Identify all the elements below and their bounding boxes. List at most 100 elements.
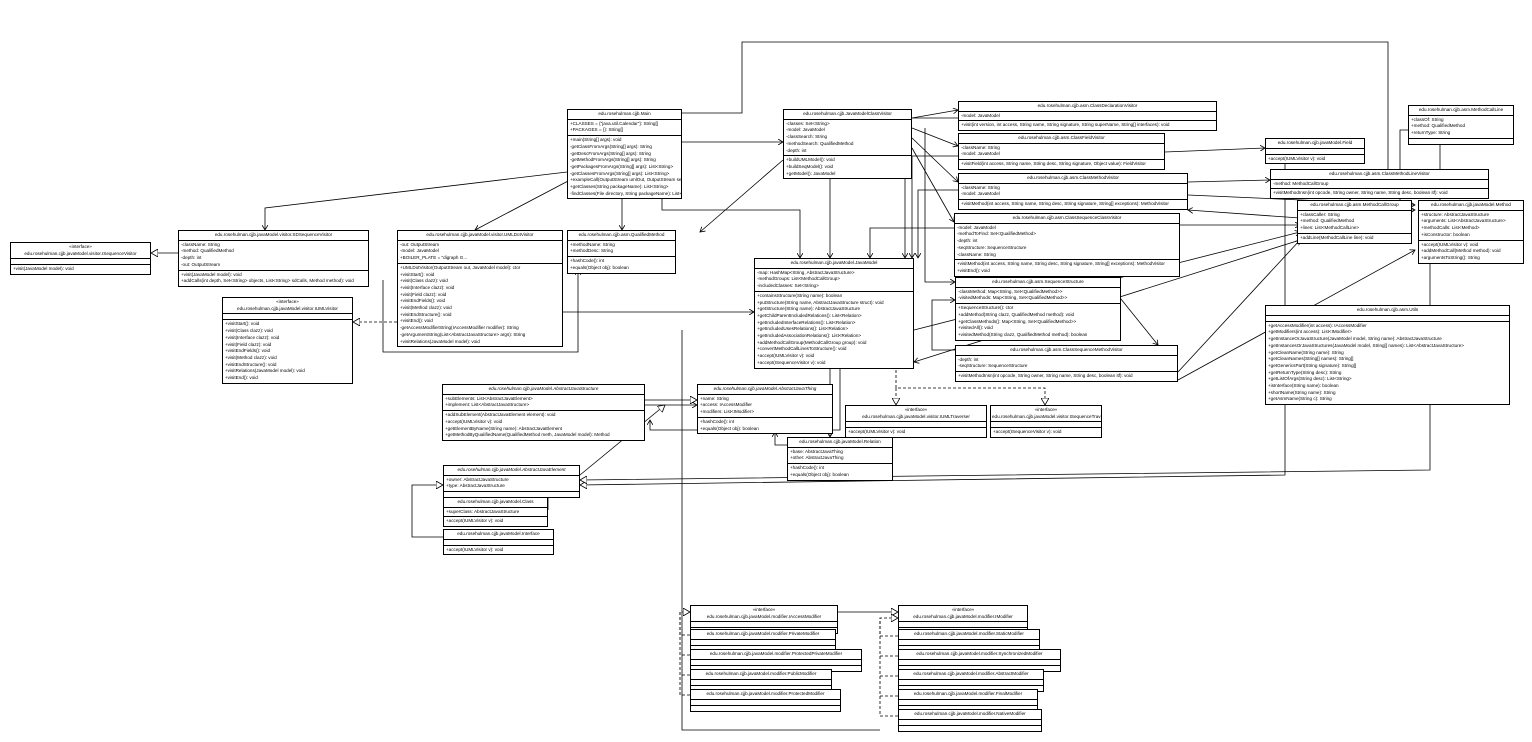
class-stereotype: «interface»: [752, 607, 776, 612]
class-method-line: +visitEndStructure(): void: [225, 361, 277, 367]
class-name: edu.rosehulman.cjjb.javaModel.visitor.IU…: [237, 305, 338, 311]
class-abstractjavastructure: edu.rosehulman.cjjb.javaModel.AbstractJa…: [442, 384, 645, 441]
class-field-line: -methodGroups: List<MethodCallGroup>: [757, 276, 840, 282]
line-interface-ajs: [411, 485, 443, 538]
class-name: edu.rosehulman.cjjb.javaModel.visitor.IS…: [24, 250, 137, 256]
class-field-line: +type: AbstractJavaStructure: [446, 483, 505, 489]
class-name: edu.rosehulman.cjjb.asm.ClassDeclaration…: [1037, 103, 1138, 108]
class-header: edu.rosehulman.cjjb.asm.ClassSequenceMet…: [956, 346, 1177, 356]
class-methods: +visitField(int access, String name, Str…: [959, 160, 1164, 169]
class-field-line: -model: JavaModel: [957, 224, 996, 230]
class-method-line: +visitEnd(): void: [225, 375, 258, 381]
class-method-line: +getModel(): JavaModel: [786, 170, 836, 176]
line-jmcv-field: [911, 127, 958, 146]
class-method-line: +getAsmName(String c): String: [1268, 396, 1332, 402]
line-private-iaccess: [679, 612, 690, 636]
class-methods: +visitMethodInsn(int opcode, String owne…: [956, 372, 1177, 381]
class-field-line: -model: JavaModel: [961, 191, 1000, 197]
class-methods: +visitMethod(int access, String name, St…: [955, 260, 1179, 275]
class-field-line: +subElements: List<AbstractJavaElement>: [445, 395, 533, 401]
class-header: edu.rosehulman.cjjb.asm.QualifiedMethod: [568, 231, 675, 241]
line-jmcv-seqclass: [911, 147, 954, 222]
class-header: edu.rosehulman.cjjb.javaModel.AbstractJa…: [698, 385, 832, 395]
class-header: edu.rosehulman.cjjb.javaModel.modifier.A…: [899, 670, 1043, 680]
class-field-line: -classMethod: Map<String, Set<QualifiedM…: [958, 288, 1063, 294]
class-fields: -classMethod: Map<String, Set<QualifiedM…: [956, 288, 1120, 305]
line-main-umldotvisitor: [475, 179, 571, 230]
class-method-line: +SequenceStructure(): ctor: [958, 305, 1014, 311]
class-name: edu.rosehulman.cjjb.asm.ClassMethodVisit…: [1027, 175, 1119, 180]
class-field-line: +method: QualifiedMethod: [1300, 218, 1355, 224]
class-header: edu.rosehulman.cjjb.asm.ClassMethodLineV…: [1271, 170, 1488, 180]
class-method-line: +equals(Object obj): boolean: [790, 471, 849, 477]
class-fields: [899, 720, 1041, 726]
class-field-line: -out: OutputStream: [181, 261, 221, 267]
class-name: edu.rosehulman.cjjb.javaModel.visitor.IU…: [862, 413, 970, 419]
class-fields: -model: JavaModel-methodToFind: Set<Qual…: [955, 224, 1179, 261]
class-methods: +containsStructure(String name): boolean…: [755, 292, 913, 368]
class-header: edu.rosehulman.cjjb.javaModel.modifier.S…: [899, 630, 1039, 640]
class-field-line: -className: String: [181, 241, 220, 247]
class-field-line: +modifiers: List<IModifier>: [700, 409, 754, 415]
class-method-line: +equals(Object obj): boolean: [570, 264, 629, 270]
class-classsequenceclassvisitor: edu.rosehulman.cjjb.asm.ClassSequenceCla…: [954, 213, 1180, 277]
class-methods: +buildUMLModel(): void+buildSeqModel(): …: [784, 156, 911, 178]
class-methods: +accept(IUMLVisitor v): void+addMethodCa…: [1419, 241, 1523, 263]
line-jmcv-qualifiedmethod: [700, 159, 784, 232]
class-method-line: +visitEndStructure(): void: [400, 311, 452, 317]
class-header: «interface»edu.rosehulman.cjjb.javaModel…: [899, 606, 1027, 623]
class-stereotype: «interface»: [69, 244, 92, 249]
class-fields: +classCaller: String+method: QualifiedMe…: [1298, 211, 1411, 234]
class-fields: [899, 700, 1037, 706]
class-name: edu.rosehulman.cjjb.asm.ClassSequenceCla…: [1012, 215, 1122, 220]
class-method-line: +visit(JavaModel model): void: [181, 271, 242, 277]
class-name: edu.rosehulman.cjjb.javaModel.Field: [1277, 140, 1353, 145]
class-umldotvisitor: edu.rosehulman.cjjb.javaModel.visitor.UM…: [397, 230, 563, 348]
class-method-line: +visitRelations(JavaModel model): void: [400, 338, 480, 344]
class-method-line: -getDescFromArgs(String[] args): String: [570, 150, 651, 156]
class-method-line: -getClassFromArgs(String[] args): String: [570, 143, 652, 149]
class-classdeclarationvisitor: edu.rosehulman.cjjb.asm.ClassDeclaration…: [958, 101, 1217, 132]
class-fields: [846, 422, 986, 429]
class-name: edu.rosehulman.cjjb.javaModel.AbstractJa…: [488, 386, 599, 391]
class-name: edu.rosehulman.cjjb.javaModel.AbstractJa…: [713, 386, 817, 391]
class-method-line: +visitEnd(): void: [400, 318, 433, 324]
class-method-line: +convertMethodCallLinesToStructure(): vo…: [757, 346, 847, 352]
class-method-line: +getReturnType(String desc): String: [1268, 369, 1342, 375]
class-header: edu.rosehulman.cjjb.javaModel.modifier.P…: [691, 630, 835, 640]
class-methods: +hashCode(): int+equals(Object obj): boo…: [788, 464, 892, 479]
class-field-line: -out: OutputStream: [400, 241, 440, 247]
class-name: edu.rosehulman.cjjb.asm.ClassSequenceMet…: [1010, 347, 1123, 352]
class-field-line: -model: JavaModel: [400, 248, 439, 254]
class-header: edu.rosehulman.cjjb.javaModel.Class: [444, 498, 547, 508]
line-native-imodifier: [879, 618, 898, 717]
class-method-line: +accept(IUMLVisitor v): void: [757, 353, 815, 359]
class-method-line: +exampleCall(OutputStream umlOut, Output…: [570, 177, 682, 183]
class-method-line: +addLine(MethodCallLine line): void: [1300, 234, 1374, 240]
class-field-line: +structure: AbstractJavaStructure: [1421, 211, 1490, 217]
class-name: edu.rosehulman.cjjb.javaModel.JavaModel: [790, 260, 878, 265]
class-method-line: +putStructure(String name, AbstractJavaS…: [757, 299, 884, 305]
class-stereotype: «interface»: [1034, 407, 1058, 412]
class-method-line: +getInstancesOrJavaStructures(JavaModel …: [1268, 342, 1464, 348]
class-fields: -className: String-model: JavaModel: [959, 144, 1164, 161]
class-name: edu.rosehulman.cjjb.asm.Utils: [1356, 307, 1419, 312]
class-field-line: +BOILER_PLATE = "digraph G...: [400, 255, 468, 261]
class-method-line: +shortName(String name): String: [1268, 389, 1336, 395]
class-method-line: +visit(int version, int access, String n…: [961, 122, 1170, 128]
class-field-line: -visitedMethods: Map<String, Set<Qualifi…: [958, 295, 1068, 301]
class-name: edu.rosehulman.cjjb.javaModel.modifier.P…: [706, 631, 820, 636]
class-method-line: +containsStructure(String name): boolean: [757, 292, 843, 298]
class-method-line: -getArgumentString(List<AbstractJavaStru…: [400, 331, 526, 337]
class-field-line: +base: AbstractJavaThing: [790, 448, 843, 454]
class-methods: +visit(JavaModel model): void+addCalls(i…: [179, 271, 368, 286]
class-header: edu.rosehulman.cjjb.Main: [568, 110, 681, 120]
class-field-line: -depth: int: [181, 255, 202, 261]
class-method-line: +visitRelations(JavaModel model): void: [225, 368, 305, 374]
class-method-line: +accept(IUMLVisitor v): void: [1268, 155, 1326, 161]
class-field-line: -className: String: [957, 251, 996, 257]
class-method-line: +accept(IUMLVisitor v): void: [446, 518, 504, 524]
class-header: edu.rosehulman.cjjb.javaModel.modifier.S…: [899, 650, 1060, 660]
class-method-line: +visit(Class clazz): void: [400, 278, 448, 284]
